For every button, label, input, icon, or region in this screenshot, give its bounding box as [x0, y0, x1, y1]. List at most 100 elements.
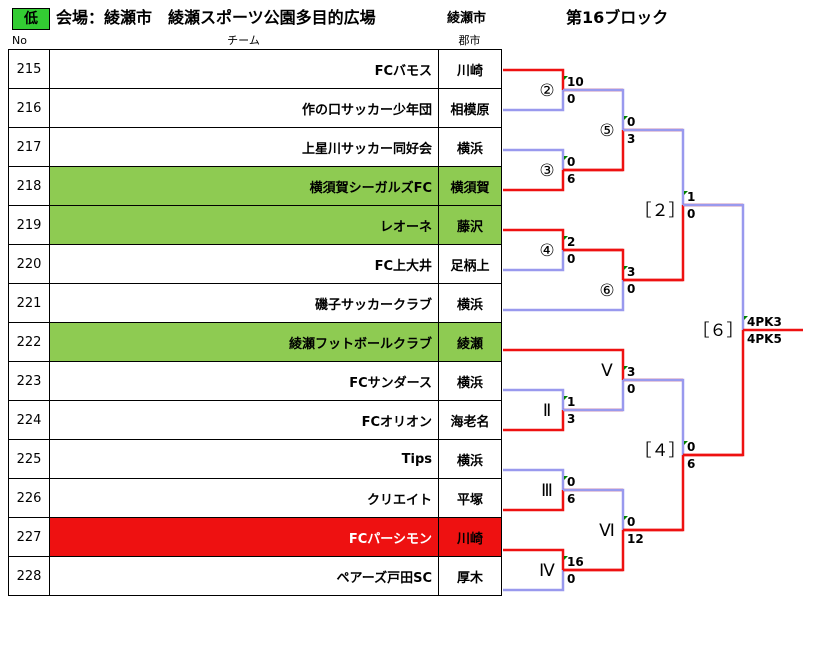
- bottom-score: 4PK5: [747, 332, 782, 346]
- bottom-score: 6: [687, 457, 695, 471]
- team-name: 上星川サッカー同好会: [49, 127, 439, 167]
- match-label: ⑤: [599, 121, 614, 141]
- match-label: Ⅱ: [543, 401, 551, 421]
- venue-title: 会場：綾瀬市 綾瀬スポーツ公園多目的広場: [56, 8, 376, 27]
- team-name: FCオリオン: [49, 400, 439, 440]
- top-score: 0: [627, 515, 635, 529]
- bracket-line: [503, 388, 565, 410]
- column-header-no: No: [12, 34, 27, 47]
- bracket-line: [563, 530, 625, 572]
- bracket-line: [503, 280, 625, 312]
- score-marker: [624, 116, 628, 120]
- bracket-line: [563, 130, 625, 172]
- team-city: 横浜: [438, 361, 502, 401]
- bottom-score: 0: [567, 252, 575, 266]
- bracket-line: [503, 228, 565, 250]
- match-label: ③: [539, 161, 554, 181]
- team-city: 藤沢: [438, 205, 502, 245]
- team-name: クリエイト: [49, 478, 439, 518]
- top-score: 10: [567, 75, 584, 89]
- team-name: 磯子サッカークラブ: [49, 283, 439, 323]
- team-city: 足柄上: [438, 244, 502, 284]
- match-label: ④: [539, 241, 554, 261]
- team-name: レオーネ: [49, 205, 439, 245]
- match-label: ［４］: [635, 441, 686, 461]
- bracket-line: [503, 90, 565, 112]
- column-header-city: 郡市: [458, 34, 481, 47]
- team-city: 川崎: [438, 49, 502, 89]
- score-marker: [684, 191, 688, 195]
- bracket-line: [503, 250, 565, 272]
- bracket-line: [503, 468, 565, 490]
- top-score: 1: [567, 395, 575, 409]
- top-score: 2: [567, 235, 575, 249]
- match-label: Ⅴ: [601, 361, 613, 381]
- bottom-score: 12: [627, 532, 644, 546]
- score-marker: [564, 476, 568, 480]
- team-number: 228: [8, 556, 50, 596]
- score-marker: [624, 366, 628, 370]
- score-marker: [744, 316, 748, 320]
- bracket-line: [563, 248, 625, 280]
- bottom-score: 0: [627, 382, 635, 396]
- team-name: Tips: [49, 439, 439, 479]
- bracket-line: [503, 548, 565, 570]
- bottom-score: 3: [567, 412, 575, 426]
- column-header-team: チーム: [227, 34, 260, 47]
- score-marker: [564, 76, 568, 80]
- bracket-line: [683, 203, 745, 330]
- top-score: 0: [627, 115, 635, 129]
- bracket-line: [503, 68, 565, 90]
- team-number: 224: [8, 400, 50, 440]
- team-number: 221: [8, 283, 50, 323]
- match-label: Ⅳ: [539, 561, 555, 581]
- bottom-score: 6: [567, 492, 575, 506]
- match-label: ②: [539, 81, 554, 101]
- team-name: 横須賀シーガルズFC: [49, 166, 439, 206]
- top-score: 3: [627, 265, 635, 279]
- venue-city: 綾瀬市: [447, 11, 487, 26]
- team-number: 217: [8, 127, 50, 167]
- top-score: 0: [567, 475, 575, 489]
- score-marker: [564, 156, 568, 160]
- team-city: 川崎: [438, 517, 502, 557]
- bracket-line: [503, 490, 565, 512]
- bracket-line: [503, 148, 565, 170]
- top-score: 1: [687, 190, 695, 204]
- team-number: 227: [8, 517, 50, 557]
- match-label: Ⅵ: [599, 521, 615, 541]
- team-city: 綾瀬: [438, 322, 502, 362]
- team-city: 横浜: [438, 127, 502, 167]
- score-marker: [564, 396, 568, 400]
- bracket-line: [623, 378, 685, 455]
- match-label: Ⅲ: [541, 481, 553, 501]
- bracket-line: [623, 455, 685, 532]
- bracket-line: [563, 88, 625, 130]
- team-name: FCサンダース: [49, 361, 439, 401]
- bracket-line: [503, 170, 565, 192]
- team-number: 215: [8, 49, 50, 89]
- team-city: 相模原: [438, 88, 502, 128]
- match-label: ⑥: [599, 281, 614, 301]
- bracket-line: [563, 380, 625, 412]
- bracket-line: [683, 330, 745, 457]
- bottom-score: 0: [567, 92, 575, 106]
- bracket-line: [623, 128, 685, 205]
- score-marker: [624, 516, 628, 520]
- bottom-score: 0: [567, 572, 575, 586]
- team-city: 横浜: [438, 439, 502, 479]
- score-marker: [564, 556, 568, 560]
- team-number: 218: [8, 166, 50, 206]
- bracket-line: [503, 348, 625, 380]
